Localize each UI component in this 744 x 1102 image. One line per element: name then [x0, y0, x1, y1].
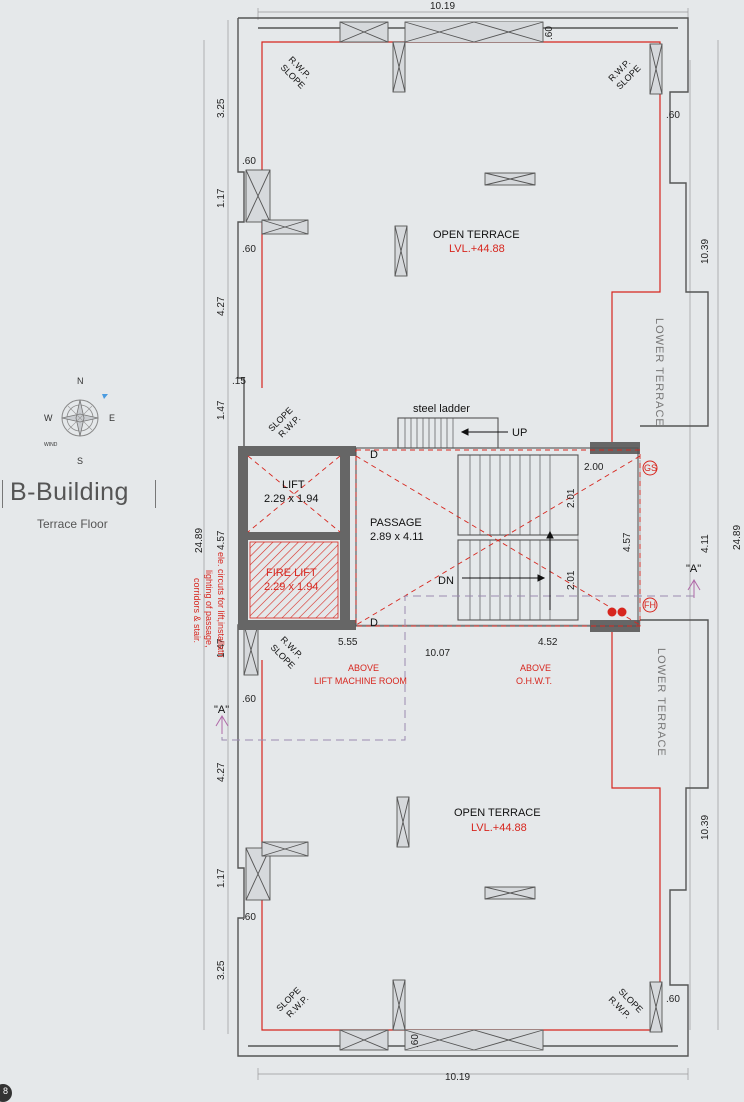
stair-top-dim: 2.01 [566, 488, 577, 508]
section-a-left: "A" [214, 704, 229, 716]
ladder-treads [404, 418, 454, 448]
above-ohwt-2: O.H.W.T. [516, 676, 552, 686]
compass-s: S [77, 456, 83, 466]
left-top-2-dim: 1.17 [216, 188, 227, 208]
title-bar-right [155, 480, 156, 508]
bottom-right-dim: 4.52 [538, 637, 558, 648]
compass: N S E W WIND [44, 376, 115, 466]
bottom-mid-dim: 10.07 [425, 648, 450, 659]
lift-size: 2.29 x 1.94 [264, 493, 318, 505]
win-right-top-dim: .60 [666, 110, 680, 121]
window-markers [243, 21, 663, 1051]
compass-n: N [77, 376, 84, 386]
left-top-1-dim: 3.25 [216, 98, 227, 118]
floor-subtitle: Terrace Floor [37, 517, 108, 531]
lower-terrace-top: LOWER TERRACE [653, 318, 665, 427]
fh-label: FH [644, 600, 656, 610]
core-walls [238, 442, 640, 632]
bottom-width-dim: 10.19 [445, 1072, 470, 1083]
fire-lift-size: 2.29 x 1.94 [264, 581, 318, 593]
right-top-dim: 10.39 [700, 239, 711, 264]
fixtures [607, 460, 658, 617]
open-terrace-bot: OPEN TERRACE [454, 807, 541, 819]
level-top: LVL.+44.88 [449, 243, 505, 255]
dn-label: DN [438, 575, 454, 587]
left-mid-2-dim: 4.57 [216, 530, 227, 550]
stair-treads [469, 455, 551, 620]
above-lmr-1: ABOVE [348, 663, 379, 673]
overall-left-dim: 24.89 [194, 528, 205, 553]
lower-terrace-bot: LOWER TERRACE [655, 648, 667, 757]
left-top-3-dim: 4.27 [216, 296, 227, 316]
compass-e: E [109, 413, 115, 423]
section-arrows [215, 579, 701, 734]
stair-bot-dim: 2.01 [566, 570, 577, 590]
win-left-4-dim: .60 [242, 912, 256, 923]
win-left-3-dim: .60 [242, 694, 256, 705]
win-left-1-dim: .60 [242, 156, 256, 167]
compass-wind: WIND [44, 442, 58, 448]
door-top: D [370, 449, 378, 461]
win-bottom-dim: .60 [410, 1034, 421, 1048]
passage-size: 2.89 x 4.11 [370, 531, 424, 543]
gs-label: GS [644, 463, 657, 473]
compass-w: W [44, 413, 53, 423]
door-bot: D [370, 617, 378, 629]
title-block: B-Building Terrace Floor [0, 478, 160, 540]
stair-arrows [460, 428, 554, 610]
ele-note-1: ele. circuts for lift,installatn [216, 552, 226, 658]
left-mid-3-dim: 1.47 [216, 638, 227, 658]
left-bot-2-dim: 1.17 [216, 868, 227, 888]
red-diagonals [247, 449, 641, 627]
left-gap-dim: .15 [232, 376, 246, 387]
stair-right-dim: 4.57 [622, 532, 633, 552]
left-bot-1-dim: 4.27 [216, 762, 227, 782]
above-lmr-2: LIFT MACHINE ROOM [314, 676, 407, 686]
ele-note-3: corridors & stair. [192, 578, 202, 643]
steel-ladder-label: steel ladder [413, 403, 470, 415]
page-badge: 8 [0, 1084, 12, 1102]
right-mid-dim: 4.11 [700, 534, 711, 553]
fire-lift-label: FIRE LIFT [266, 567, 317, 579]
left-mid-1-dim: 1.47 [216, 400, 227, 420]
lift-label: LIFT [282, 479, 305, 491]
up-label: UP [512, 427, 527, 439]
passage-label: PASSAGE [370, 517, 422, 529]
red-wall-line [261, 41, 661, 1031]
above-ohwt-1: ABOVE [520, 663, 551, 673]
ele-note-2: lighting of passage, [204, 570, 214, 648]
section-line-a [221, 595, 694, 741]
top-width-dim: 10.19 [430, 1, 455, 12]
level-bot: LVL.+44.88 [471, 822, 527, 834]
stair-width-dim: 2.00 [584, 462, 604, 473]
overall-right-dim: 24.89 [732, 525, 743, 550]
section-a-right: "A" [686, 563, 701, 575]
win-top-dim: .60 [544, 26, 555, 40]
dimension-lines [203, 8, 719, 1080]
win-left-2-dim: .60 [242, 244, 256, 255]
bottom-left-dim: 5.55 [338, 637, 358, 648]
open-terrace-top: OPEN TERRACE [433, 229, 520, 241]
title-bar-left [2, 480, 3, 508]
building-title: B-Building [10, 478, 129, 506]
win-right-bot-dim: .60 [666, 994, 680, 1005]
right-bot-dim: 10.39 [700, 815, 711, 840]
left-bot-3-dim: 3.25 [216, 960, 227, 980]
